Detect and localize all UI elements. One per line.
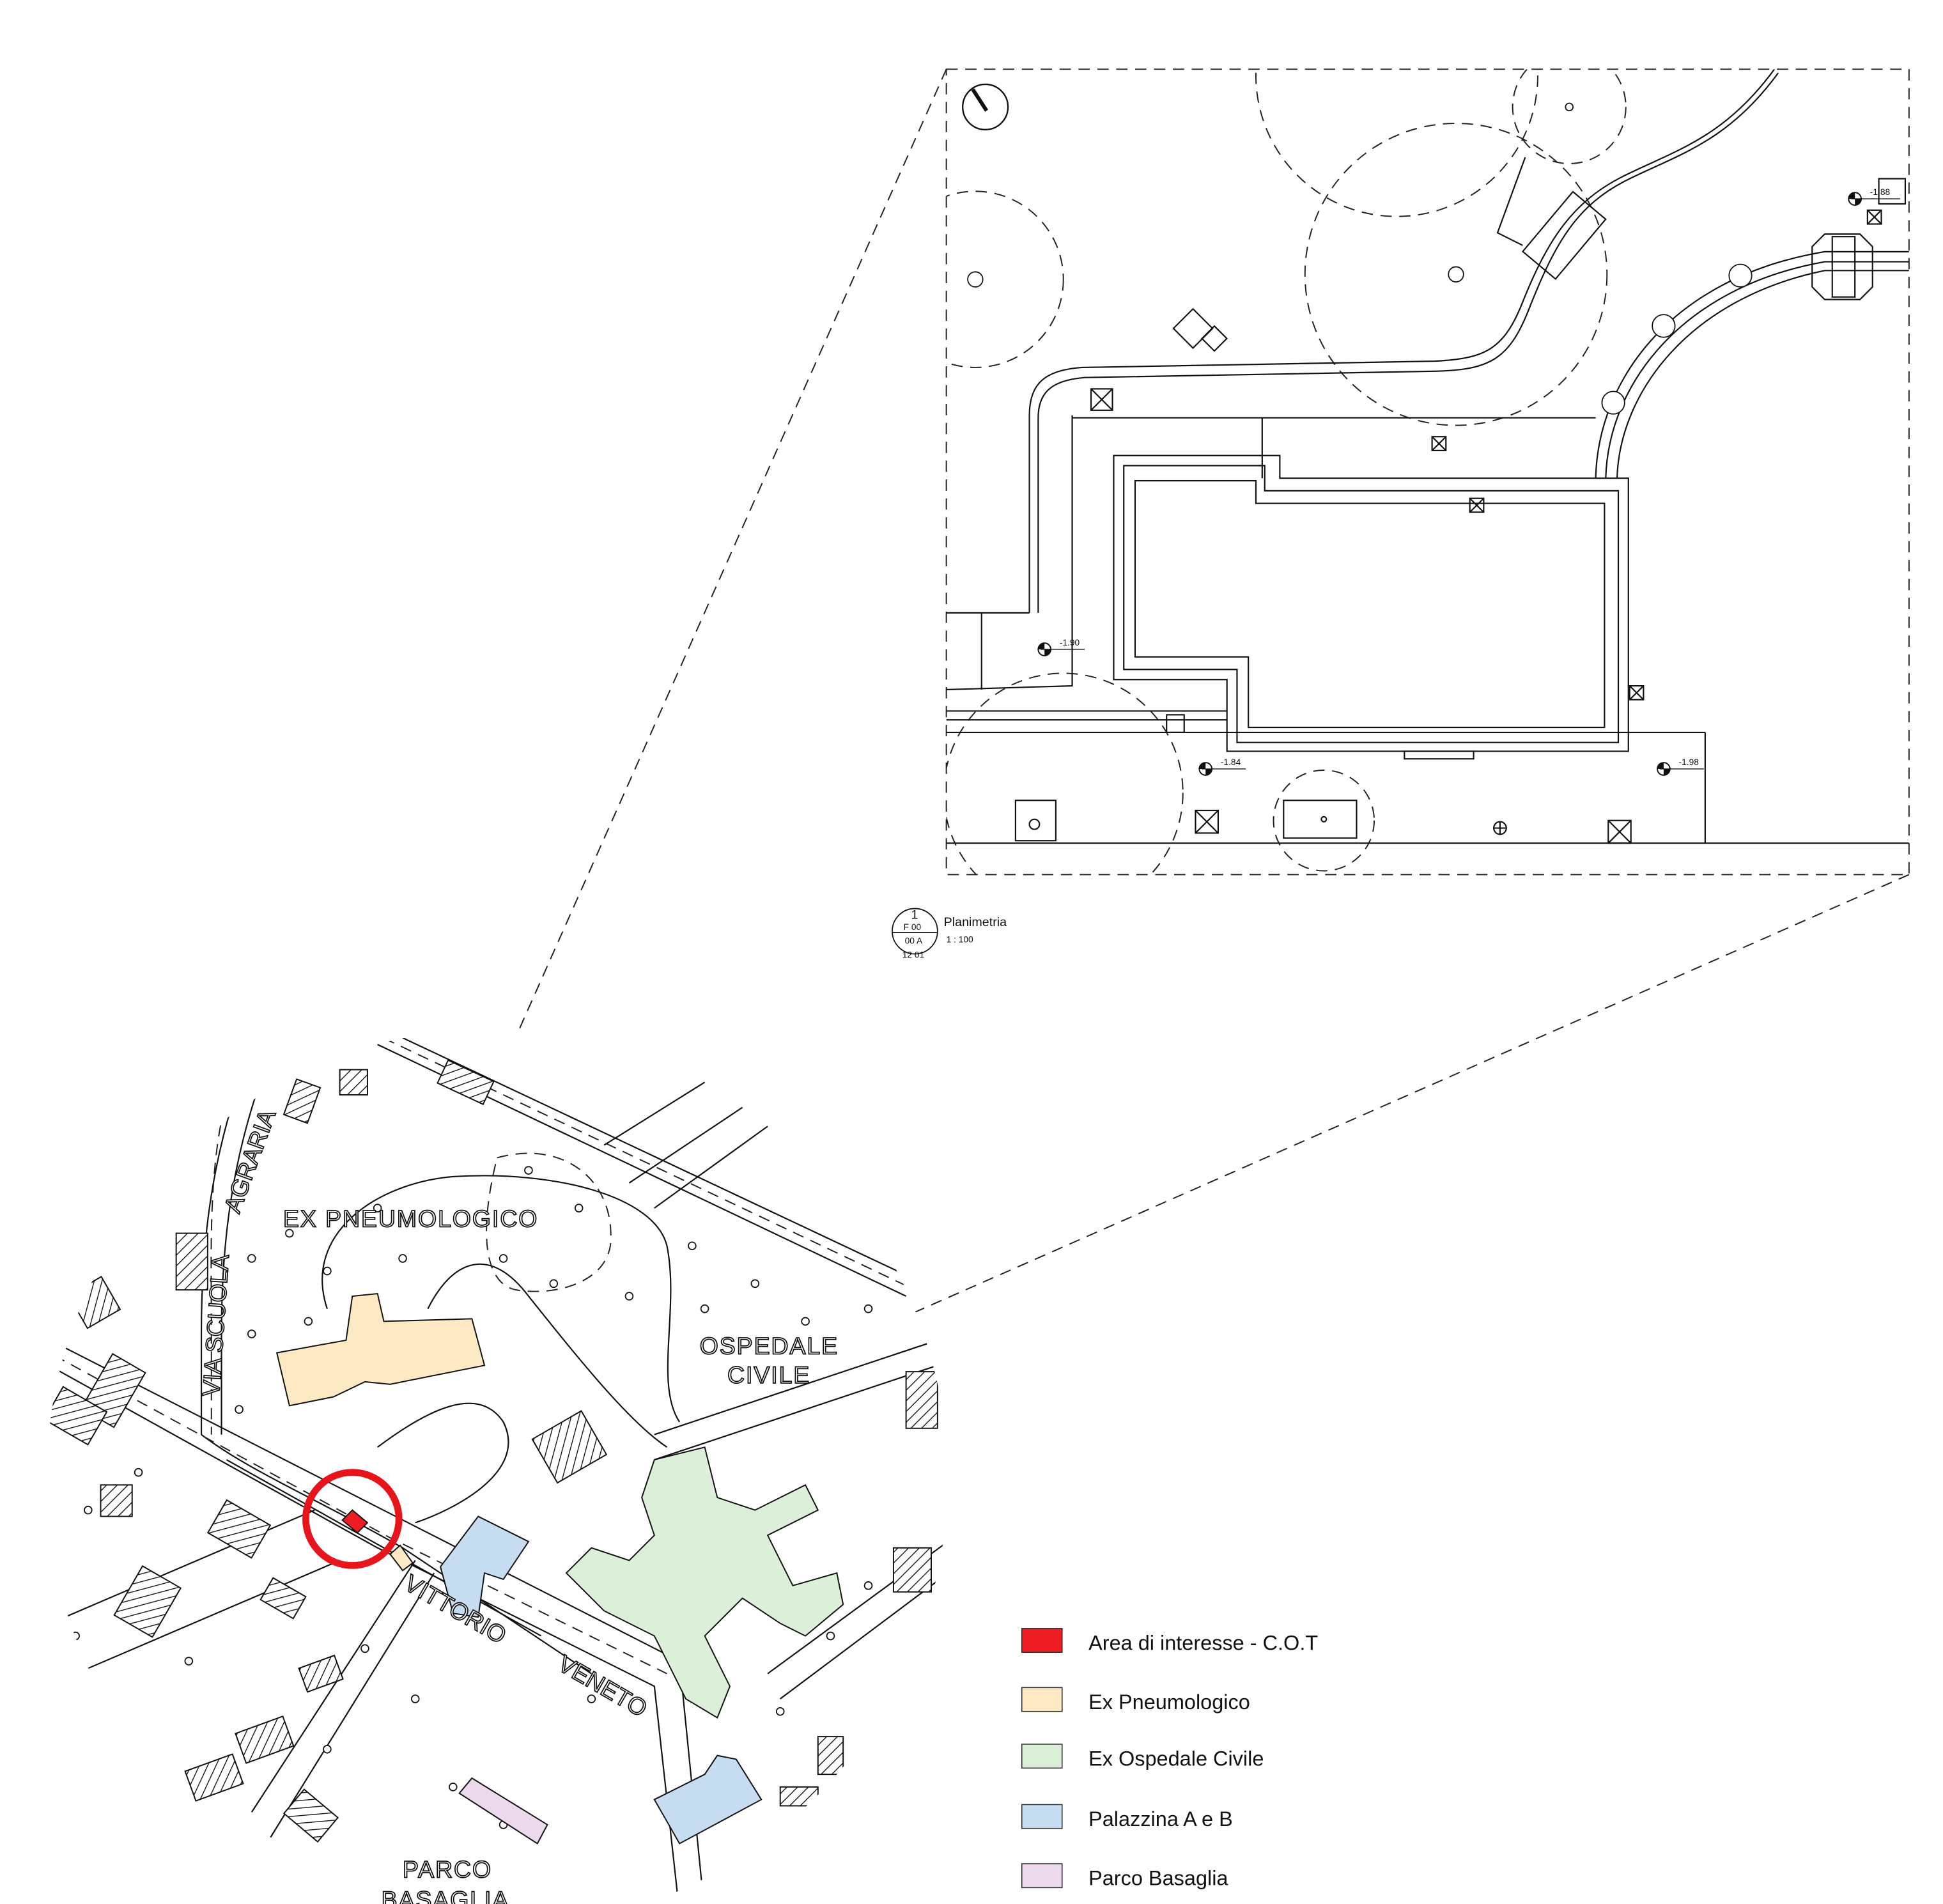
palazzina-a-building bbox=[440, 1515, 530, 1618]
parco-basaglia-building bbox=[458, 1777, 548, 1845]
legend-label: Palazzina A e B bbox=[1088, 1807, 1233, 1830]
legend-item: Ex Ospedale Civile bbox=[1021, 1744, 1264, 1770]
legend-swatch bbox=[1021, 1804, 1063, 1829]
area-of-interest-highlight-circle bbox=[302, 1469, 403, 1569]
zoom-leader-line bbox=[509, 68, 947, 1051]
elevation-marker: -1.88 bbox=[1848, 187, 1901, 206]
legend-label: Area di interesse - C.O.T bbox=[1088, 1631, 1318, 1654]
legend-item: Parco Basaglia bbox=[1021, 1863, 1228, 1889]
zoom-leader-line bbox=[899, 874, 1910, 1320]
palazzina-b-building bbox=[653, 1754, 762, 1845]
sheet-ref: 00 A bbox=[905, 936, 923, 946]
legend-swatch bbox=[1021, 1687, 1063, 1712]
plan-title: Planimetria bbox=[944, 915, 1007, 929]
view-tag: 1 F 00 00 A 12 01 Planimetria 1 : 100 bbox=[892, 908, 1007, 959]
legend-label: Ex Pneumologico bbox=[1088, 1691, 1250, 1714]
cot-area-of-interest bbox=[341, 1509, 369, 1534]
elevation-marker: -1.98 bbox=[1657, 757, 1704, 776]
context-map: EX PNEUMOLOGICO OSPEDALE CIVILE VIA SCUO… bbox=[46, 1028, 948, 1904]
map-label-parco: PARCO bbox=[403, 1856, 492, 1883]
legend-item: Palazzina A e B bbox=[1021, 1804, 1233, 1830]
north-arrow-icon bbox=[962, 83, 1009, 130]
site-plan: -1.88 -1.90 -1.84 -1.98 bbox=[892, 68, 1910, 959]
building-outline bbox=[1113, 454, 1629, 752]
map-label-ospedale: OSPEDALE bbox=[700, 1333, 839, 1359]
elevation-marker: -1.84 bbox=[1198, 757, 1246, 776]
legend-label: Ex Ospedale Civile bbox=[1088, 1747, 1264, 1770]
legend: Area di interesse - C.O.T Ex Pneumologico… bbox=[1021, 1628, 1318, 1889]
legend-item: Area di interesse - C.O.T bbox=[1021, 1628, 1318, 1654]
plan-frame bbox=[945, 68, 1910, 876]
view-number: 1 bbox=[911, 908, 918, 922]
legend-label: Parco Basaglia bbox=[1088, 1866, 1228, 1889]
elevation-label: -1.84 bbox=[1221, 757, 1241, 767]
elevation-marker: -1.90 bbox=[1037, 638, 1085, 656]
legend-swatch bbox=[1021, 1628, 1063, 1653]
map-label-basaglia: BASAGLIA bbox=[382, 1886, 510, 1904]
elevation-label: -1.98 bbox=[1679, 757, 1699, 767]
sheet-ref: F 00 bbox=[904, 922, 922, 932]
ex-pneumologico-building bbox=[275, 1292, 486, 1407]
map-label-civile: CIVILE bbox=[727, 1361, 810, 1388]
elevation-label: -1.88 bbox=[1870, 187, 1891, 197]
sheet-ref: 12 01 bbox=[902, 950, 924, 959]
legend-swatch bbox=[1021, 1744, 1063, 1769]
ex-ospedale-civile-building bbox=[565, 1446, 844, 1719]
legend-item: Ex Pneumologico bbox=[1021, 1687, 1250, 1714]
elevation-label: -1.90 bbox=[1060, 638, 1080, 647]
legend-swatch bbox=[1021, 1863, 1063, 1889]
plan-scale: 1 : 100 bbox=[947, 935, 973, 945]
map-label-ex-pneumologico: EX PNEUMOLOGICO bbox=[283, 1205, 538, 1232]
